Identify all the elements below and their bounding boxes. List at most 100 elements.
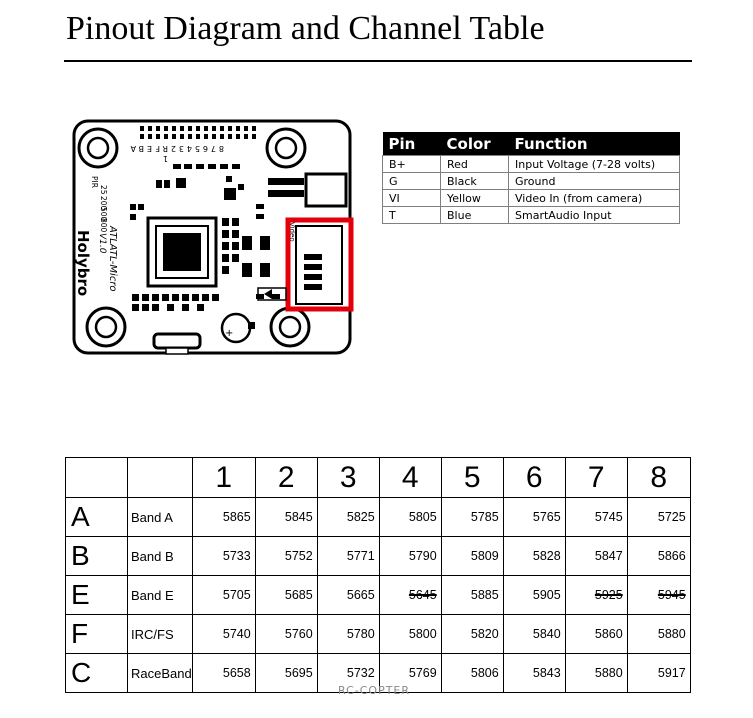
corner-cell — [127, 457, 193, 498]
svg-text:+: + — [225, 328, 233, 339]
frequency-cell: 5840 — [502, 614, 566, 654]
frequency-cell: 5845 — [254, 497, 318, 537]
pin-number-4: 4 — [187, 144, 192, 153]
pin-row: G Black Ground — [382, 172, 680, 190]
frequency-cell: 5665 — [316, 575, 380, 615]
top-pads — [140, 126, 256, 139]
smd-components — [130, 164, 280, 311]
frequency-cell: 5860 — [564, 614, 628, 654]
connector-highlight-box — [285, 217, 354, 312]
band-name: IRC/FS — [127, 614, 193, 654]
left-label-pir: PIR — [90, 176, 99, 188]
pin-cell: B+ — [382, 155, 441, 173]
pin-label-f: F — [155, 144, 160, 153]
frequency-cell: 5885 — [440, 575, 504, 615]
channel-number: 6 — [502, 457, 566, 498]
frequency-cell: 5760 — [254, 614, 318, 654]
pin-table: Pin Color Function B+ Red Input Voltage … — [382, 132, 680, 224]
pin-cell: G — [382, 172, 441, 190]
frequency-cell: 5843 — [502, 653, 566, 693]
frequency-cell: 5880 — [626, 614, 691, 654]
board-diagram: R F E B A 8 7 6 5 4 3 2 1 PIR 25 200 500… — [72, 119, 354, 355]
frequency-cell: 5740 — [191, 614, 256, 654]
mount-hole-top-right — [265, 127, 307, 169]
band-name: Band E — [127, 575, 193, 615]
frequency-cell: 5866 — [626, 536, 691, 576]
left-label-800: 800 — [99, 218, 108, 233]
color-cell: Red — [440, 155, 509, 173]
channel-number: 8 — [626, 457, 691, 498]
band-name: Band B — [127, 536, 193, 576]
band-letter: B — [65, 536, 128, 576]
function-cell: Ground — [508, 172, 680, 190]
usb-port — [152, 332, 202, 355]
frequency-cell: 5945 — [626, 575, 691, 615]
title-underline — [64, 60, 692, 62]
capacitor: + — [220, 312, 255, 344]
pin-number-7: 7 — [211, 144, 216, 153]
frequency-cell: 5780 — [316, 614, 380, 654]
frequency-cell: 5809 — [440, 536, 504, 576]
pin-number-6: 6 — [203, 144, 208, 153]
board-model: ATLATL-Micro — [107, 225, 118, 292]
frequency-cell: 5769 — [378, 653, 442, 693]
channel-number: 2 — [254, 457, 318, 498]
pin-number-5: 5 — [195, 144, 200, 153]
band-letter: C — [65, 653, 128, 693]
function-header: Function — [508, 132, 680, 156]
frequency-cell: 5917 — [626, 653, 691, 693]
frequency-cell: 5752 — [254, 536, 318, 576]
left-label-200: 200 — [99, 196, 108, 211]
channel-header-row: 1 2 3 4 5 6 7 8 — [65, 457, 691, 498]
frequency-cell: 5732 — [316, 653, 380, 693]
frequency-cell: 5820 — [440, 614, 504, 654]
frequency-cell: 5805 — [378, 497, 442, 537]
function-cell: Video In (from camera) — [508, 189, 680, 207]
channel-number: 4 — [378, 457, 442, 498]
color-cell: Yellow — [440, 189, 509, 207]
watermark: RC-COPTER — [338, 684, 411, 697]
pin-label-a: A — [130, 144, 136, 153]
channel-number: 7 — [564, 457, 628, 498]
pin-cell: VI — [382, 189, 441, 207]
channel-number: 1 — [191, 457, 256, 498]
frequency-cell: 5880 — [564, 653, 628, 693]
pin-row: B+ Red Input Voltage (7-28 volts) — [382, 155, 680, 173]
jst-connector — [295, 225, 343, 305]
frequency-cell: 5905 — [502, 575, 566, 615]
main-processor-chip — [146, 216, 218, 288]
side-connector — [268, 172, 348, 208]
mount-hole-bottom-left — [85, 306, 127, 348]
left-label-500: 500 — [99, 207, 108, 222]
frequency-cell: 5828 — [502, 536, 566, 576]
frequency-cell: 5925 — [564, 575, 628, 615]
page-title: Pinout Diagram and Channel Table — [66, 10, 545, 47]
frequency-cell: 5733 — [191, 536, 256, 576]
frequency-cell: 5847 — [564, 536, 628, 576]
frequency-cell: 5685 — [254, 575, 318, 615]
pin-number-1: 1 — [163, 154, 168, 163]
channel-number: 5 — [440, 457, 504, 498]
frequency-cell: 5645 — [378, 575, 442, 615]
pin-number-2: 2 — [171, 144, 176, 153]
pin-number-3: 3 — [179, 144, 184, 153]
frequency-cell: 5800 — [378, 614, 442, 654]
band-name: RaceBand — [127, 653, 193, 693]
band-name: Band A — [127, 497, 193, 537]
connector-label: Video — [288, 222, 296, 242]
corner-cell — [65, 457, 128, 498]
diode — [257, 287, 287, 301]
pin-label-b: B — [139, 144, 145, 153]
frequency-cell: 5705 — [191, 575, 256, 615]
mount-hole-top-left — [77, 127, 119, 169]
pin-label-r: R — [162, 144, 168, 153]
color-header: Color — [440, 132, 509, 156]
frequency-cell: 5745 — [564, 497, 628, 537]
frequency-cell: 5765 — [502, 497, 566, 537]
pin-cell: T — [382, 206, 441, 224]
board-brand: Holybro — [74, 230, 92, 296]
